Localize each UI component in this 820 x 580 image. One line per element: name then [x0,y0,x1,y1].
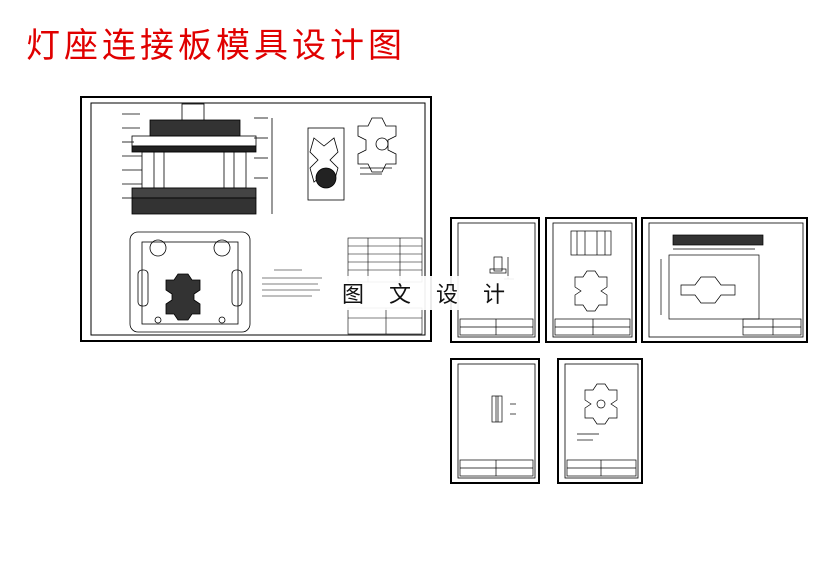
assembly-drawing-sheet[interactable] [80,96,432,342]
part-drawing-4 [648,222,804,338]
part-drawing-6-sheet[interactable] [557,358,643,484]
part-drawing-4-sheet[interactable] [641,217,808,343]
part-drawing-3-sheet[interactable] [545,217,637,343]
part-drawing-5-sheet[interactable] [450,358,540,484]
part-drawing-3 [552,222,633,338]
watermark-text: 图 文 设 计 [338,276,518,310]
assembly-drawing [90,102,426,336]
part-drawing-6 [564,363,639,479]
page-title: 灯座连接板模具设计图 [26,26,406,66]
part-drawing-5 [457,363,536,479]
